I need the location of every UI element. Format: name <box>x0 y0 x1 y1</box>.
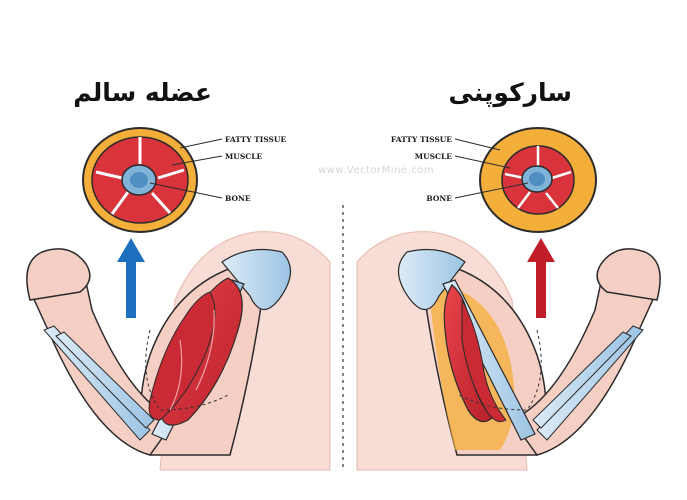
bone-label: BONE <box>225 194 251 203</box>
sarcopenia-leaders: FATTY TISSUE MUSCLE BONE <box>391 135 529 203</box>
healthy-cross-section <box>82 127 198 233</box>
muscle-label: MUSCLE <box>225 152 263 161</box>
fatty-tissue-label: FATTY TISSUE <box>391 135 452 144</box>
arrow-up-icon <box>527 238 555 318</box>
sarcopenia-title: سارکوپنی <box>448 78 572 107</box>
healthy-fist <box>26 248 91 301</box>
bone-label: BONE <box>426 194 452 203</box>
healthy-muscle-title: عضله سالم <box>73 78 212 107</box>
muscle-label: MUSCLE <box>415 152 453 161</box>
sarcopenia-fist <box>596 248 661 301</box>
sarcopenia-cross-section <box>479 127 597 233</box>
fatty-tissue-label: FATTY TISSUE <box>225 135 286 144</box>
healthy-arm <box>26 231 331 471</box>
arrow-up-icon <box>117 238 145 318</box>
watermark-text: www.VectorMine.com <box>318 165 435 176</box>
healthy-leaders: FATTY TISSUE MUSCLE BONE <box>149 135 286 203</box>
sarcopenia-arm <box>356 231 661 471</box>
